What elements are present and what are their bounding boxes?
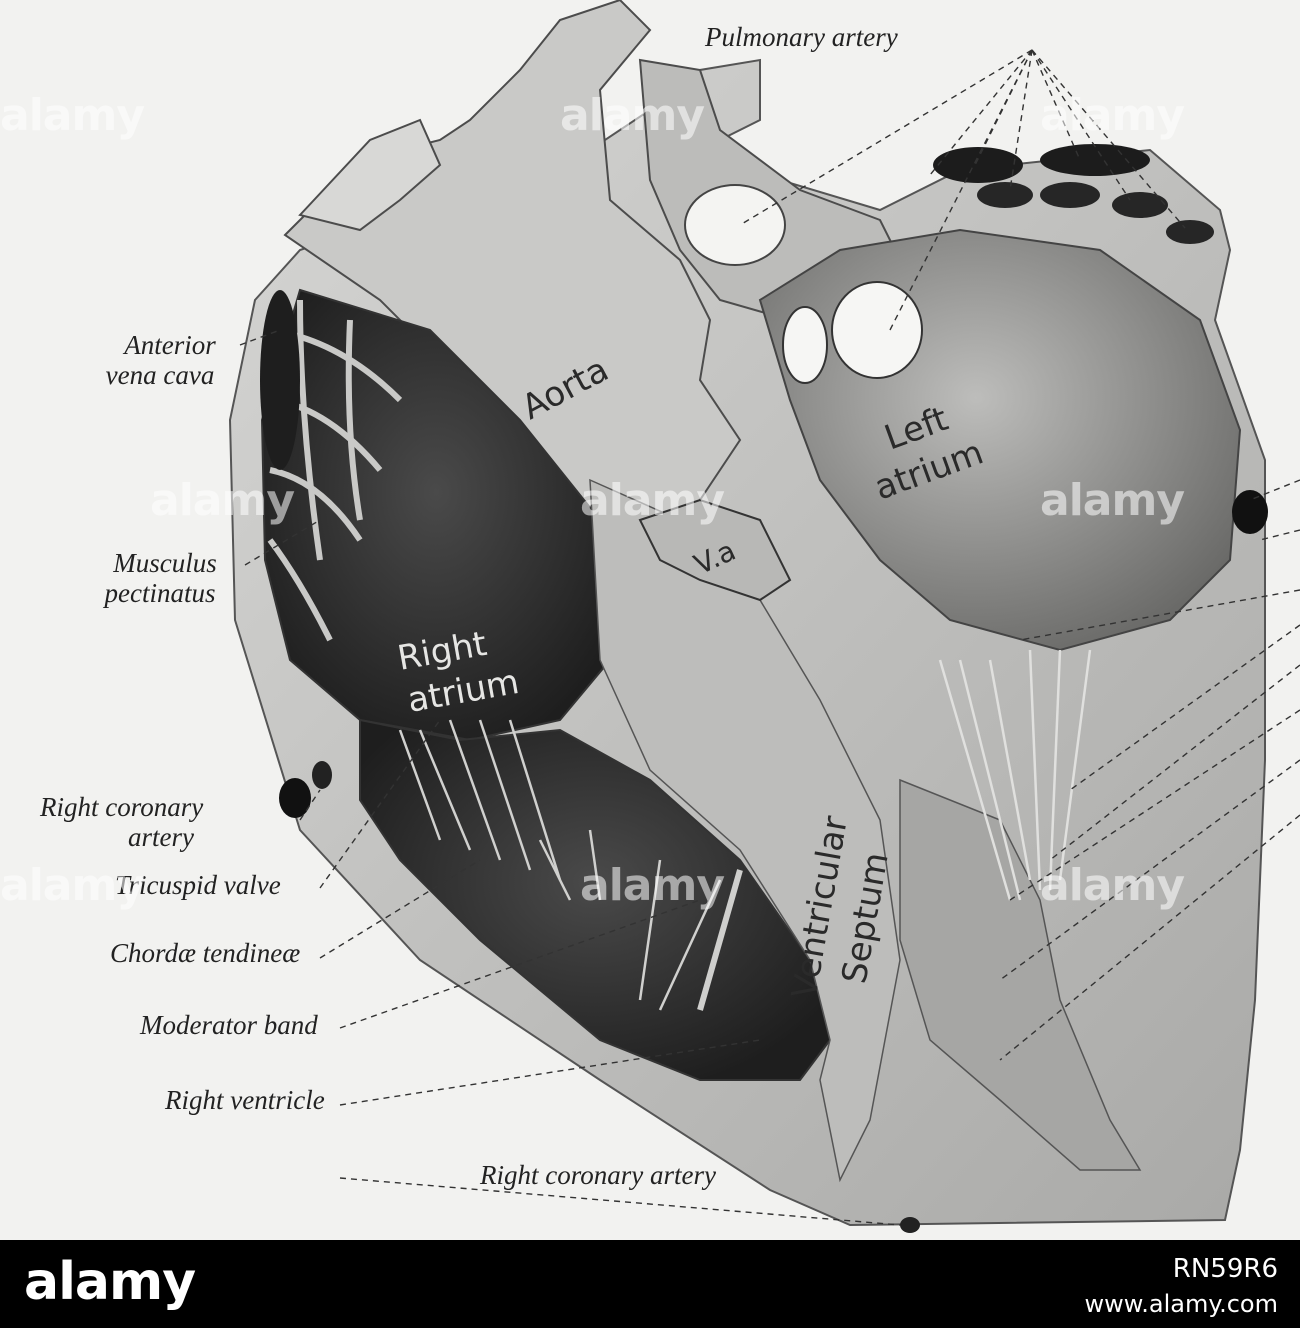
right-coronary-opening: [279, 778, 311, 818]
right-coronary-artery-label-1: Right coronary: [40, 792, 204, 822]
septum-shape: [589, 478, 901, 1183]
tricuspid-chordae: [398, 719, 722, 1011]
watermark-7: alamy: [0, 860, 145, 911]
moderator-band: [697, 869, 743, 1011]
chordae-tendineae-label: Chordæ tendineæ: [110, 938, 301, 968]
anterior-vena-cava-label-2: vena cava: [105, 360, 215, 390]
watermark-5: alamy: [580, 475, 725, 526]
footer-image-id: RN59R6: [1172, 1254, 1278, 1284]
pulmonary-veins: [933, 144, 1214, 244]
right-ventricle-label: Right ventricle: [165, 1085, 325, 1115]
right-coronary-artery-bottom-label: Right coronary artery: [480, 1160, 716, 1190]
foramen-opening-2: [782, 306, 828, 384]
pulmonary-artery-label: Pulmonary artery: [705, 22, 898, 52]
coronary-sinus: [1232, 490, 1268, 534]
heart-illustration: Aorta Left atrium Right atrium V.a Ventr…: [228, 0, 1300, 1233]
musculus-pectinatus-label-1: Musculus: [113, 548, 217, 578]
vessel-branch: [298, 118, 442, 232]
tricuspid-valve-label: Tricuspid valve: [115, 870, 281, 900]
watermark-8: alamy: [580, 860, 725, 911]
watermark-2: alamy: [560, 90, 705, 141]
heart-diagram: Aorta Left atrium Right atrium V.a Ventr…: [0, 0, 1300, 1233]
left-ventricle: [899, 778, 1142, 1171]
pulmonary-opening: [684, 184, 786, 266]
watermark-3: alamy: [1040, 90, 1185, 141]
right-ventricle-cavity: [359, 718, 832, 1081]
mitral-chordae: [938, 649, 1092, 901]
anterior-vena-cava-opening: [260, 290, 300, 470]
stock-footer: alamy RN59R6 www.alamy.com: [0, 1240, 1300, 1328]
watermark-4: alamy: [150, 475, 295, 526]
foramen-opening-1: [831, 281, 923, 379]
watermark-9: alamy: [1040, 860, 1185, 911]
watermark-1: alamy: [0, 90, 145, 141]
right-coronary-opening-2: [312, 761, 332, 789]
moderator-band-label: Moderator band: [140, 1010, 318, 1040]
valve-annulus: [638, 498, 792, 602]
leader-lines: [239, 49, 1300, 1226]
watermark-6: alamy: [1040, 475, 1185, 526]
anterior-vena-cava-label-1: Anterior: [124, 330, 216, 360]
right-coronary-artery-label-2: artery: [128, 822, 194, 852]
footer-url: www.alamy.com: [1084, 1290, 1278, 1318]
musculus-pectinatus-label-2: pectinatus: [104, 578, 216, 608]
footer-logo: alamy: [24, 1252, 196, 1312]
right-coronary-artery-bottom-dot: [900, 1217, 920, 1233]
